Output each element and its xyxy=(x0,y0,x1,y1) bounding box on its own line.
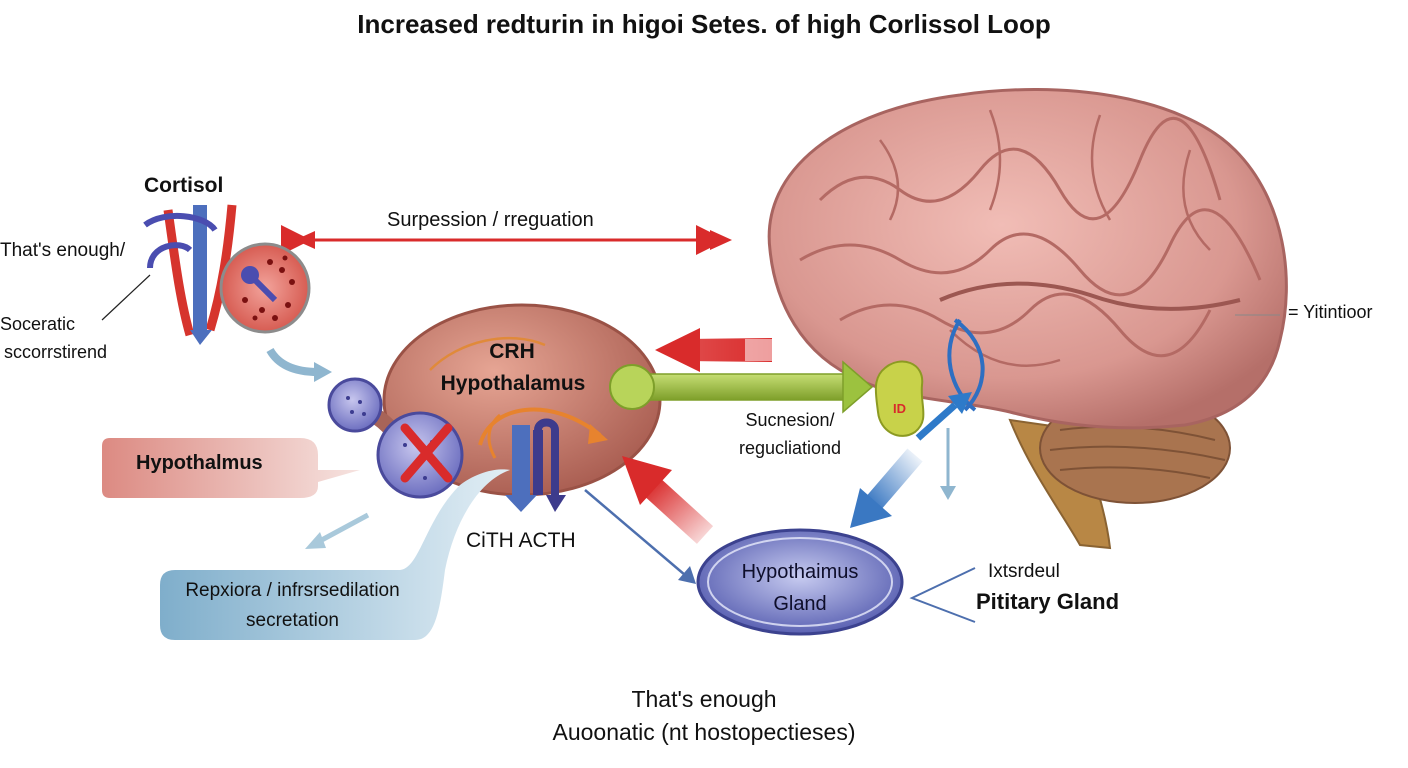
replora-callout xyxy=(160,469,510,640)
cith-acth-label: CiTH ACTH xyxy=(466,529,576,552)
light-blue-curve-arrow xyxy=(266,347,319,376)
red-feedback-arrow-diagonal xyxy=(622,456,714,544)
pituitary-gland-label: Pititary Gland xyxy=(976,589,1120,614)
diagram-title: Increased redturin in higoi Setes. of hi… xyxy=(357,9,1051,39)
blue-arrow-to-gland xyxy=(850,448,923,528)
green-signal-arrow xyxy=(609,360,874,414)
suppression-mid-label-line1: Sucnesion/ xyxy=(745,410,835,430)
red-feedback-arrow-top xyxy=(655,328,772,372)
socratic-label-line2: sccorrstirend xyxy=(4,342,108,362)
hypothalmus-callout xyxy=(102,438,360,498)
socratic-label-line1: Soceratic xyxy=(0,314,76,334)
suppression-top-label: Surpession / rreguation xyxy=(387,209,594,231)
pituitary-pointer xyxy=(909,567,976,623)
arrowhead-left xyxy=(295,231,315,249)
cortisol-label: Cortisol xyxy=(144,174,224,197)
pituitary-icon xyxy=(874,360,925,437)
bottom-label-line1: That's enough xyxy=(631,686,777,712)
pituitary-id-mark: ID xyxy=(893,401,906,416)
gland-label-line2: Gland xyxy=(773,593,827,615)
blue-arrow-to-brain xyxy=(915,392,972,441)
acth-arrows xyxy=(505,418,566,512)
bottom-label-line2: Auoonatic (nt hostopectieses) xyxy=(552,719,856,745)
ixtsrdeul-label: Ixtsrdeul xyxy=(988,561,1060,582)
suppression-mid-label-line2: regucliationd xyxy=(738,438,842,458)
hypothalamus-center-label: Hypothalamus xyxy=(440,372,586,395)
thats-enough-left-label: That's enough/ xyxy=(0,240,126,261)
light-blue-arrow-left xyxy=(316,512,370,545)
gland-label-line1: Hypothaimus xyxy=(741,561,859,583)
replora-label-line1: Repxiora / infrsrsedilation xyxy=(185,580,400,601)
replora-label-line2: secretation xyxy=(246,610,339,631)
yitintioor-label: = Yitintioor xyxy=(1288,302,1373,322)
thin-arrow-to-gland xyxy=(584,489,686,576)
brain-illustration xyxy=(767,88,1288,550)
blood-vessel-illustration xyxy=(101,204,311,345)
arrowhead-right xyxy=(710,230,732,250)
crh-label: CRH xyxy=(489,340,535,363)
hypothalamus-gland-illustration xyxy=(696,528,904,636)
hypothalmus-callout-label: Hypothalmus xyxy=(136,452,263,474)
hypothalamus-illustration xyxy=(327,303,662,499)
